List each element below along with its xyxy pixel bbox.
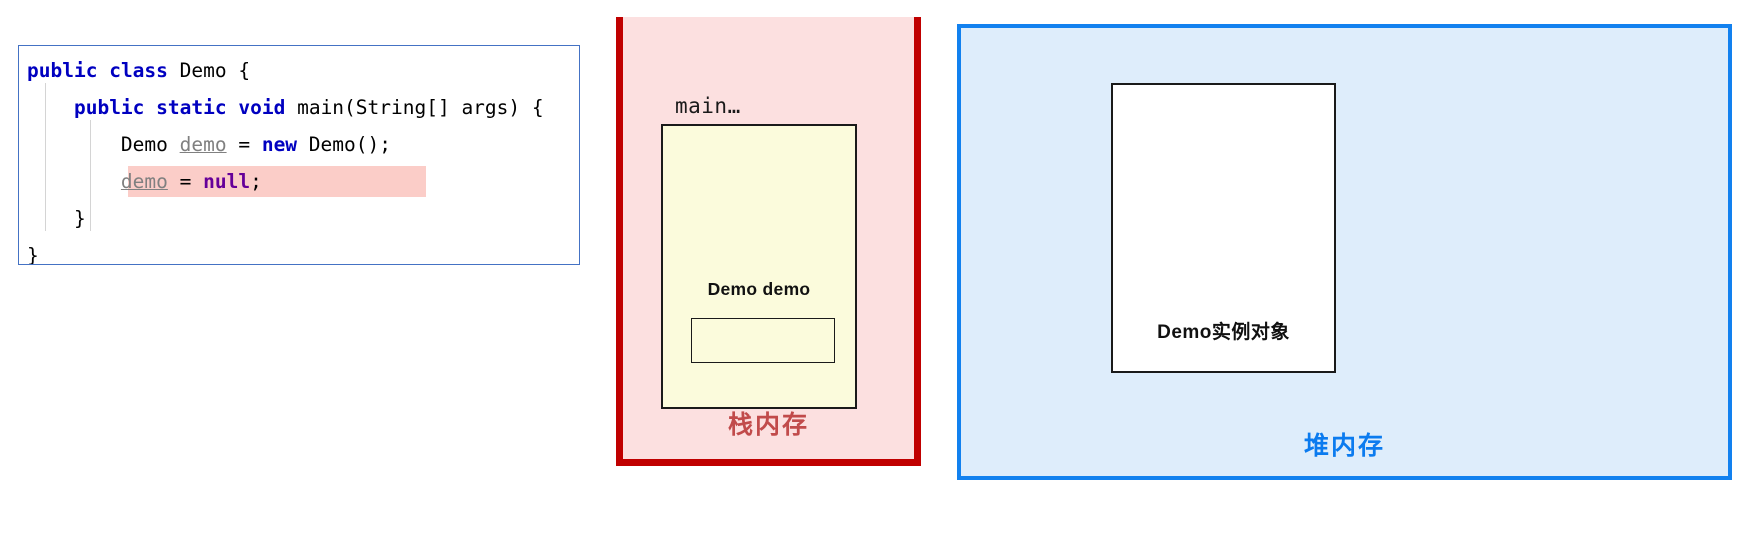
code-token — [144, 96, 156, 119]
code-line[interactable]: } — [19, 200, 579, 237]
code-line[interactable]: public static void main(String[] args) { — [19, 89, 579, 126]
code-token: Demo { — [167, 59, 251, 82]
code-token: void — [238, 96, 286, 119]
code-token: Demo(); — [297, 133, 391, 156]
code-line[interactable]: } — [19, 237, 579, 265]
code-token: } — [27, 207, 86, 230]
stack-memory-panel: main… Demo demo 栈内存 — [616, 17, 921, 466]
code-token: static — [156, 96, 227, 119]
code-token: main(String[] args) { — [285, 96, 544, 119]
code-line[interactable]: Demo demo = new Demo(); — [19, 126, 579, 163]
code-token: Demo — [27, 133, 180, 156]
heap-object-label: Demo实例对象 — [1157, 322, 1290, 343]
code-line[interactable]: public class Demo { — [19, 52, 579, 89]
stack-variable-label: Demo demo — [707, 279, 811, 299]
code-token: demo — [179, 133, 227, 156]
code-token — [97, 59, 109, 82]
indent-guide-line — [90, 120, 91, 231]
code-token: class — [109, 59, 168, 82]
code-token: = — [226, 133, 262, 156]
heap-object-box: Demo实例对象 — [1111, 83, 1336, 373]
code-token — [227, 96, 239, 119]
code-token: null — [203, 170, 251, 193]
code-token — [27, 170, 121, 193]
code-token: public — [73, 96, 145, 119]
stack-frame-box: Demo demo — [661, 124, 857, 409]
stack-frame-label: main… — [675, 94, 741, 118]
code-token: ; — [250, 170, 262, 193]
code-token: demo — [120, 170, 168, 193]
code-token: = — [167, 170, 204, 193]
code-line-highlight — [128, 166, 426, 197]
code-token: new — [261, 133, 298, 156]
heap-memory-label: 堆内存 — [1303, 432, 1385, 460]
stack-memory-label: 栈内存 — [727, 411, 809, 439]
code-line[interactable]: demo = null; — [19, 163, 579, 200]
stack-variable-slot — [691, 318, 835, 363]
code-token: public — [27, 59, 98, 82]
code-lines-container: public class Demo { public static void m… — [19, 52, 579, 265]
indent-guide-line — [45, 83, 46, 231]
heap-memory-panel: Demo实例对象 堆内存 — [957, 24, 1732, 480]
code-token — [27, 96, 74, 119]
code-editor-panel[interactable]: public class Demo { public static void m… — [18, 45, 580, 265]
code-token: } — [27, 244, 39, 265]
